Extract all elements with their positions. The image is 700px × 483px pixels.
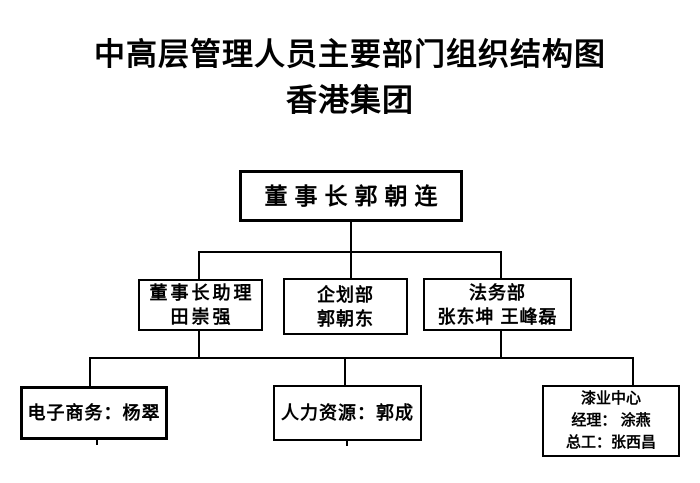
connector-chairman-down: [350, 221, 352, 279]
org-node-paint-center: 漆业中心 经理： 涂燕 总工：张西昌: [542, 385, 680, 457]
org-node-assistant-person: 田崇强: [170, 307, 234, 327]
org-node-paint-center-manager: 经理： 涂燕: [571, 412, 651, 429]
org-node-chairman: 董事长郭朝连: [239, 170, 463, 222]
org-node-hr-label: 人力资源：郭成: [281, 403, 414, 423]
chart-title: 中高层管理人员主要部门组织结构图 香港集团: [0, 32, 700, 124]
chart-title-line2: 香港集团: [286, 83, 414, 118]
connector-row3-horizontal: [89, 357, 634, 359]
connector-legal-top: [500, 251, 502, 279]
org-node-legal-title: 法务部: [469, 282, 526, 303]
org-node-legal: 法务部 张东坤 王峰磊: [423, 278, 572, 331]
org-node-paint-center-chief-engineer: 总工：张西昌: [565, 434, 656, 451]
connector-hr-stub: [346, 440, 348, 446]
org-node-paint-center-title: 漆业中心: [580, 390, 641, 407]
org-node-planning-title: 企划部: [317, 284, 374, 305]
org-node-legal-persons: 张东坤 王峰磊: [437, 306, 558, 327]
connector-hr-top: [344, 357, 346, 386]
org-node-ecommerce-label: 电子商务：杨翠: [27, 403, 161, 423]
connector-legal-bottom: [500, 330, 502, 358]
connector-assistant-top: [198, 251, 200, 280]
org-node-assistant: 董事长助理 田崇强: [138, 279, 263, 331]
org-node-hr: 人力资源：郭成: [273, 385, 422, 441]
connector-assistant-bottom: [198, 330, 200, 358]
org-node-chairman-label: 董事长郭朝连: [264, 183, 445, 209]
org-node-ecommerce: 电子商务：杨翠: [20, 386, 168, 440]
connector-row2-horizontal: [198, 251, 502, 253]
connector-ecommerce-stub: [96, 439, 98, 445]
connector-paint-top: [632, 357, 634, 386]
chart-title-line1: 中高层管理人员主要部门组织结构图: [94, 37, 606, 72]
org-node-planning-person: 郭朝东: [317, 308, 374, 329]
org-node-assistant-title: 董事长助理: [149, 283, 255, 303]
connector-ecommerce-top: [89, 357, 91, 387]
org-node-planning: 企划部 郭朝东: [283, 278, 408, 335]
